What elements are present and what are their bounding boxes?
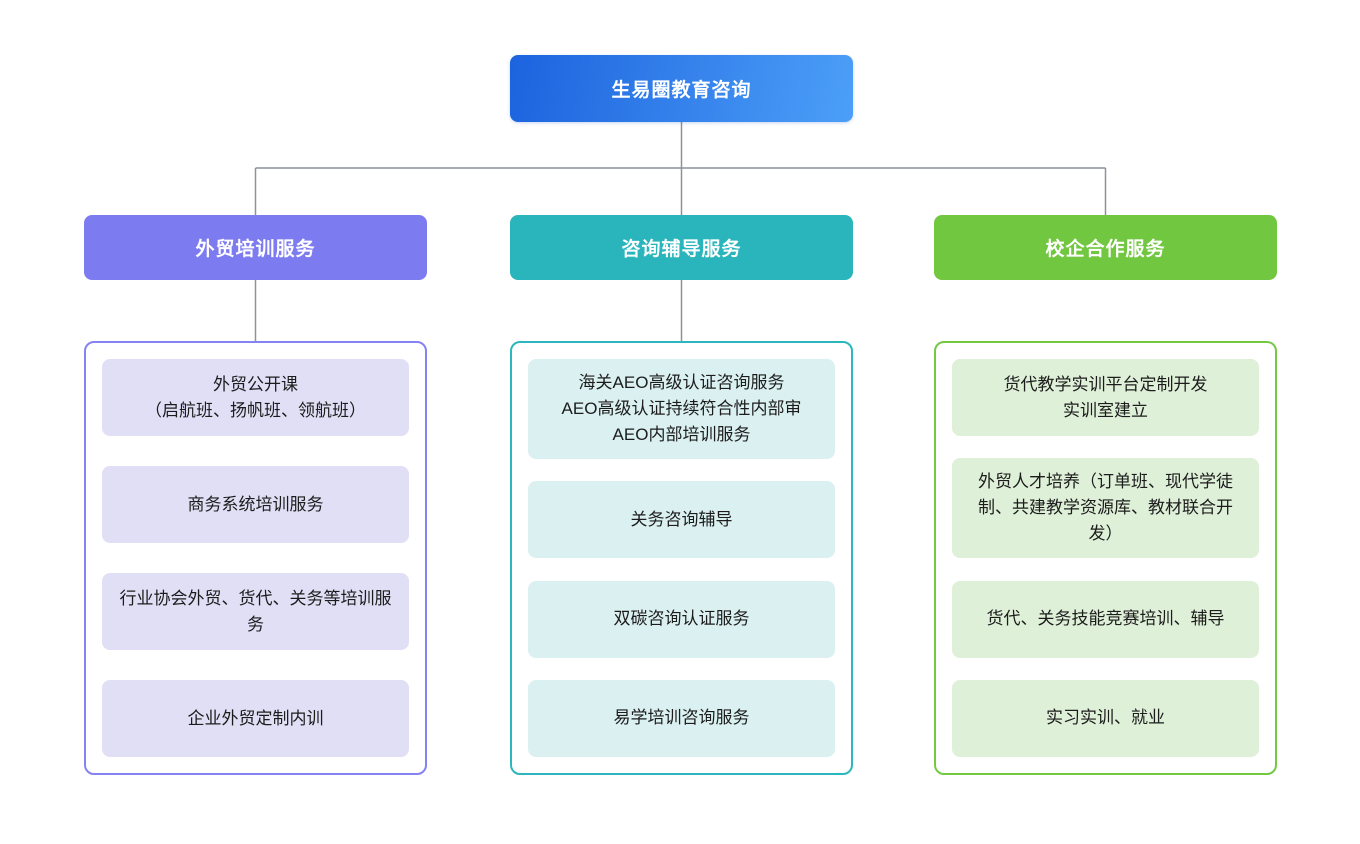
leaf-item[interactable]: 关务咨询辅导 <box>528 481 835 559</box>
branch-header-trade-training[interactable]: 外贸培训服务 <box>84 215 427 280</box>
branch-header-label: 咨询辅导服务 <box>621 239 742 260</box>
branch-header-school-enterprise[interactable]: 校企合作服务 <box>934 215 1277 280</box>
root-node-label: 生易圈教育咨询 <box>611 80 752 101</box>
branch-header-label: 校企合作服务 <box>1045 239 1166 260</box>
leaf-item[interactable]: 易学培训咨询服务 <box>528 679 835 757</box>
leaf-item[interactable]: 货代教学实训平台定制开发 实训室建立 <box>952 359 1259 436</box>
leaf-item[interactable]: 商务系统培训服务 <box>102 466 409 543</box>
branch-container-trade-training: 外贸公开课 （启航班、扬帆班、领航班） 商务系统培训服务 行业协会外贸、货代、关… <box>84 341 427 775</box>
leaf-item[interactable]: 外贸人才培养（订单班、现代学徒制、共建教学资源库、教材联合开发） <box>952 458 1259 559</box>
leaf-item[interactable]: 实习实训、就业 <box>952 679 1259 757</box>
branch-container-consulting: 海关AEO高级认证咨询服务 AEO高级认证持续符合性内部审 AEO内部培训服务 … <box>510 341 853 775</box>
leaf-item[interactable]: 双碳咨询认证服务 <box>528 580 835 658</box>
branch-header-label: 外贸培训服务 <box>195 239 316 260</box>
branch-header-consulting[interactable]: 咨询辅导服务 <box>510 215 853 280</box>
leaf-item[interactable]: 外贸公开课 （启航班、扬帆班、领航班） <box>102 359 409 436</box>
leaf-item[interactable]: 行业协会外贸、货代、关务等培训服务 <box>102 573 409 650</box>
leaf-item[interactable]: 海关AEO高级认证咨询服务 AEO高级认证持续符合性内部审 AEO内部培训服务 <box>528 359 835 459</box>
leaf-item[interactable]: 企业外贸定制内训 <box>102 680 409 757</box>
leaf-item[interactable]: 货代、关务技能竞赛培训、辅导 <box>952 580 1259 658</box>
root-node[interactable]: 生易圈教育咨询 <box>510 55 853 122</box>
branch-container-school-enterprise: 货代教学实训平台定制开发 实训室建立 外贸人才培养（订单班、现代学徒制、共建教学… <box>934 341 1277 775</box>
